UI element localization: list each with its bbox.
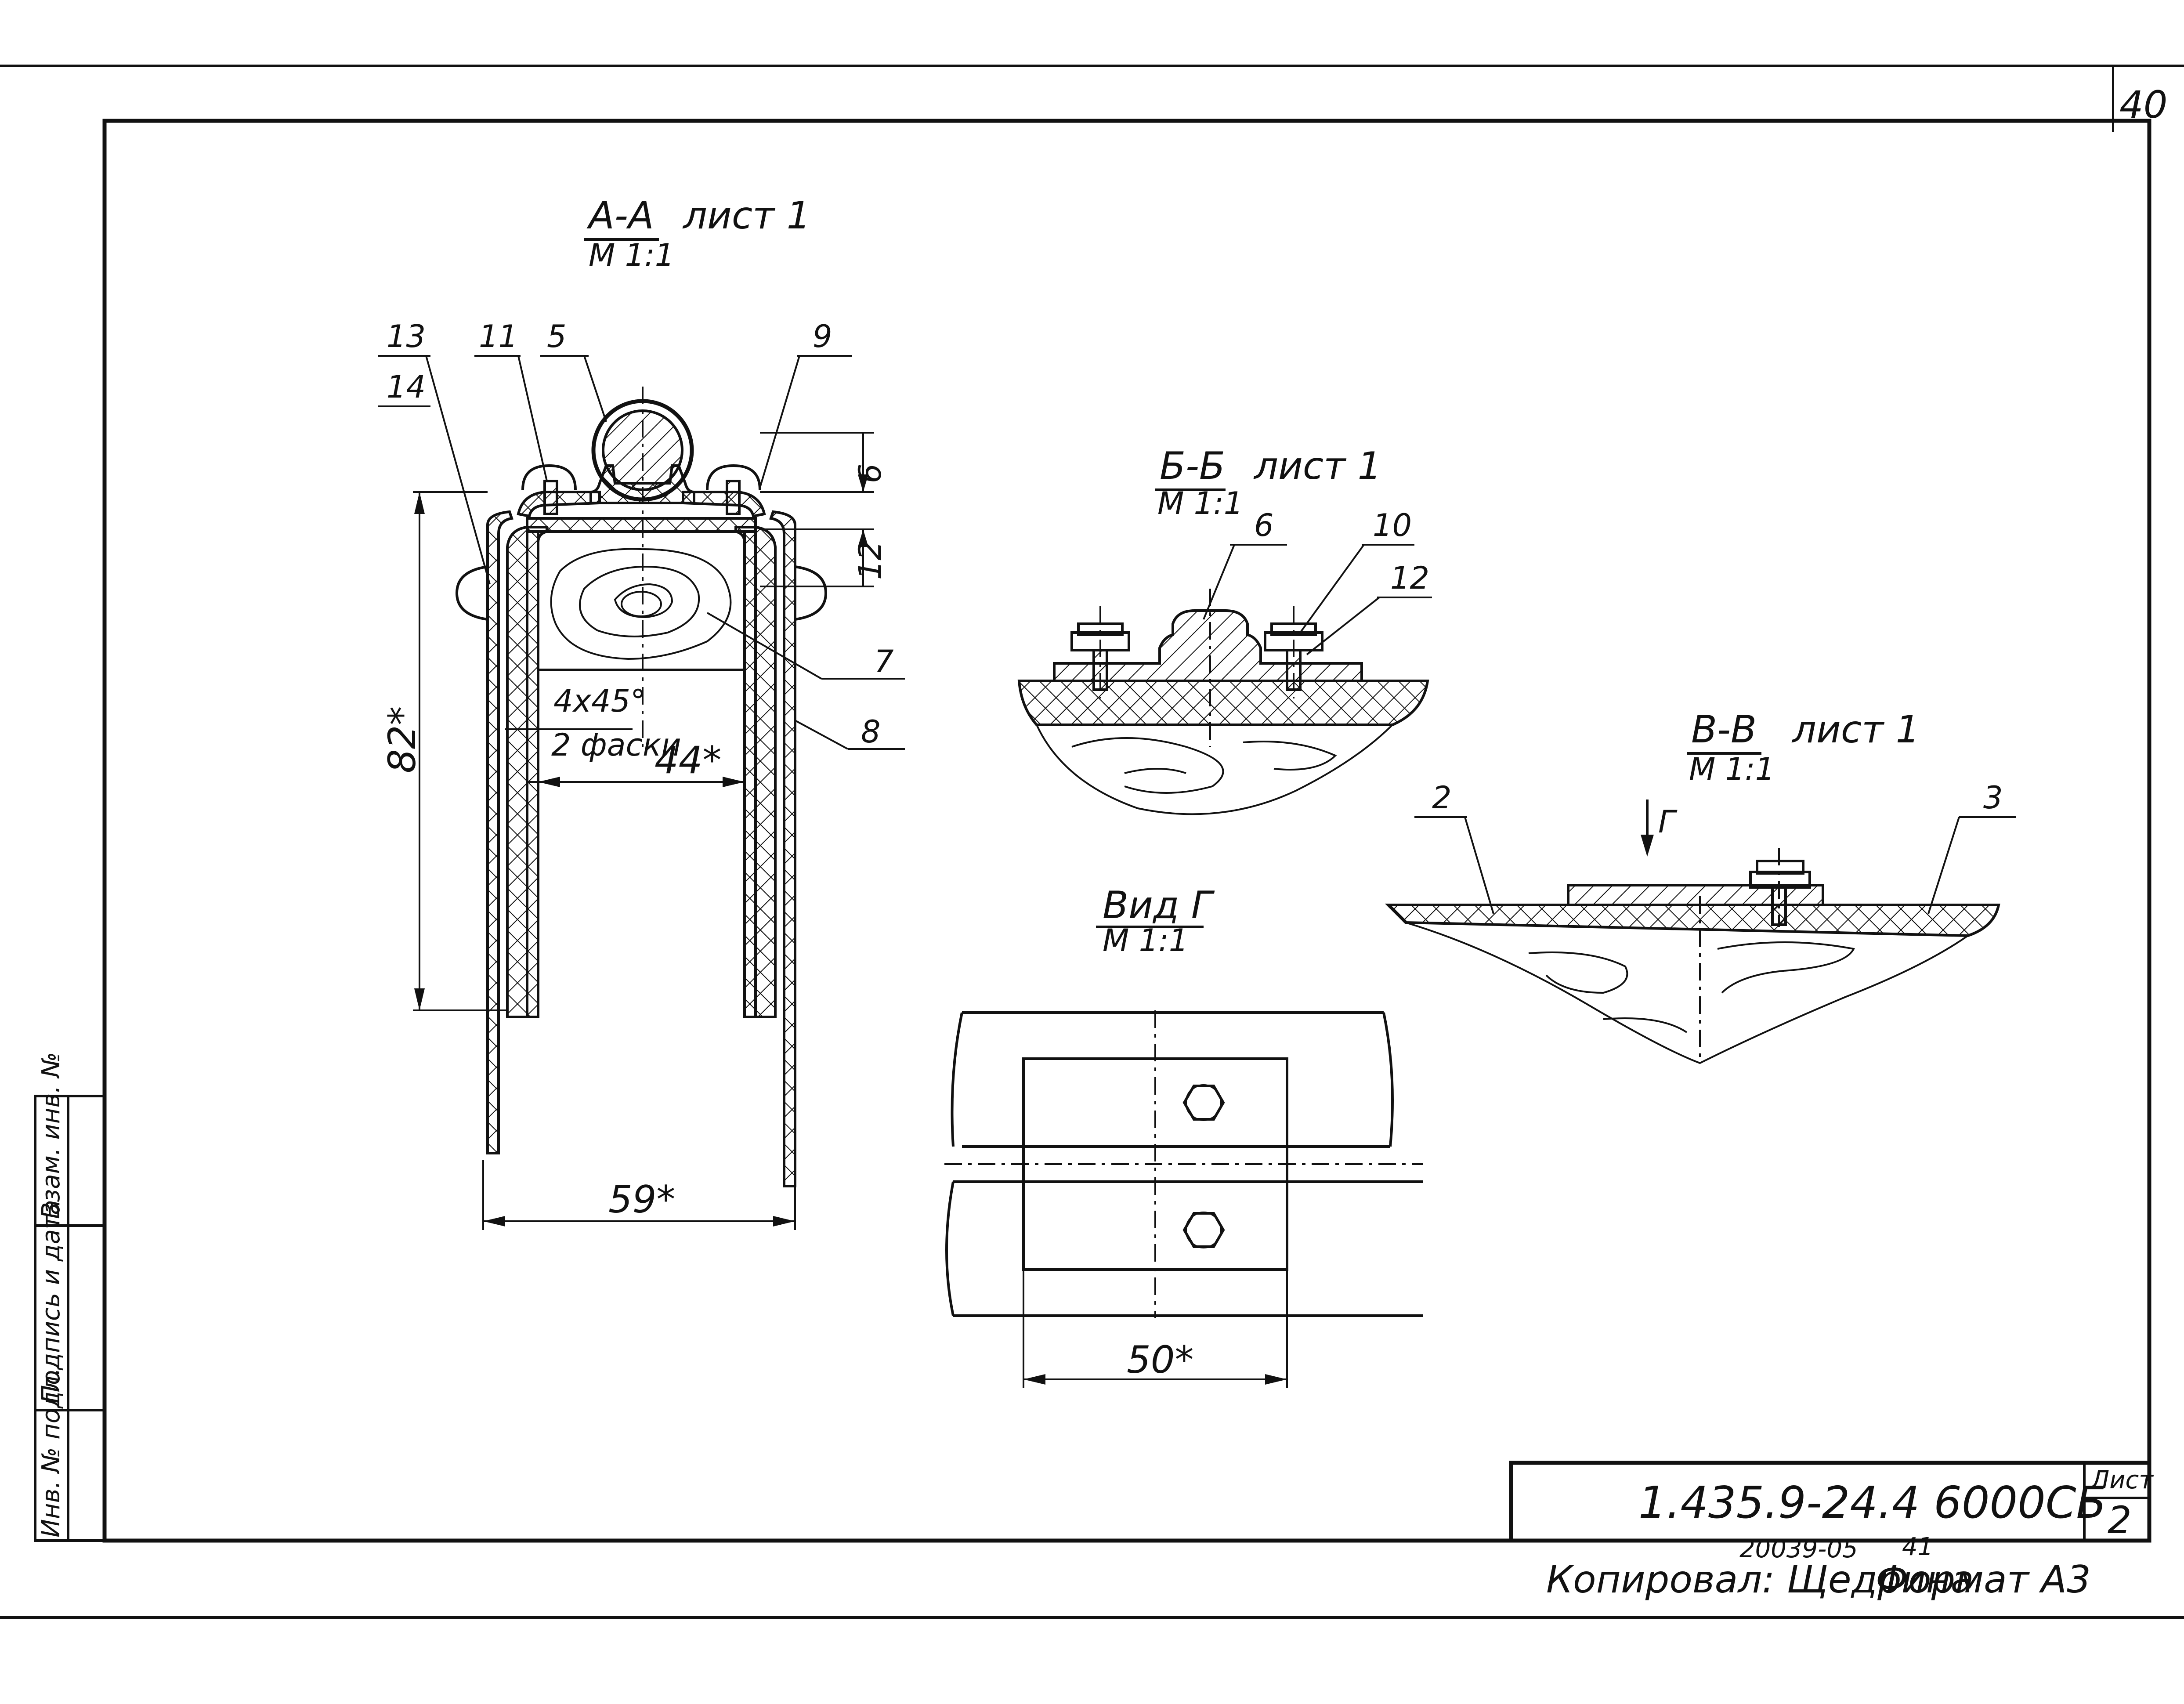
code-number: 20039-05: [1739, 1535, 1858, 1563]
sheet-frame: [0, 65, 2184, 1619]
stamp-inv-original: Инв. № подл.: [37, 1368, 65, 1538]
section-aa-scale: М 1:1: [589, 237, 674, 273]
section-vv-title: В-В: [1691, 708, 1757, 752]
aa-dim-12: 12: [852, 541, 888, 580]
aa-callout-11: 11: [479, 318, 518, 355]
aa-dim-inner: 44*: [654, 738, 721, 782]
document-code: 1.435.9-24.4 6000СБ: [1638, 1477, 2106, 1528]
section-aa-drawing: [455, 387, 828, 1187]
aa-dim-height: 82*: [380, 706, 424, 773]
stamp-replace-inv: Взам. инв. №: [37, 1052, 65, 1219]
view-g-title: Вид Г: [1103, 883, 1215, 927]
format-label: Формат А3: [1876, 1558, 2091, 1602]
section-bb-title: Б-Б: [1160, 444, 1225, 488]
bb-callout-6: 6: [1254, 507, 1274, 543]
vv-callout-3: 3: [1983, 780, 2003, 816]
aa-dim-6: 6: [852, 463, 888, 483]
view-g-drawing: [944, 1010, 1423, 1388]
vv-view-arrow-label: Г: [1658, 804, 1678, 840]
section-vv-callouts: [1414, 816, 2016, 914]
sheet-value: 2: [2108, 1498, 2132, 1542]
corner-sheet-number: 40: [2119, 83, 2167, 127]
copied-by: Копировал: Щедрина: [1546, 1558, 1974, 1602]
section-aa-callouts: [378, 355, 905, 750]
small-number: 41: [1902, 1533, 1933, 1561]
section-vv-sheet: лист 1: [1791, 708, 1920, 752]
aa-chamfer-note: 2 фаски: [551, 727, 681, 763]
aa-dim-outer: 59*: [608, 1178, 675, 1222]
section-vv-scale: М 1:1: [1689, 751, 1775, 787]
section-aa-title: А-А: [586, 194, 654, 238]
aa-callout-5: 5: [547, 318, 567, 355]
section-bb-drawing: [1017, 589, 1429, 815]
section-bb-callouts: [1203, 544, 1432, 655]
aa-callout-8: 8: [861, 714, 881, 750]
aa-callout-9: 9: [813, 318, 832, 355]
bb-callout-12: 12: [1390, 560, 1429, 596]
aa-chamfer: 4x45°: [553, 683, 646, 719]
title-block: [1509, 1461, 2151, 1543]
sheet-label: Лист: [2090, 1466, 2154, 1494]
aa-callout-7: 7: [874, 644, 894, 680]
section-vv-drawing: [1385, 800, 2000, 1064]
bb-callout-10: 10: [1373, 507, 1412, 543]
aa-callout-14: 14: [387, 369, 426, 405]
view-g-dim: 50*: [1127, 1338, 1193, 1382]
side-stamp: [34, 1095, 106, 1542]
vv-callout-2: 2: [1432, 780, 1452, 816]
view-g-scale: М 1:1: [1103, 923, 1188, 959]
section-bb-scale: М 1:1: [1157, 485, 1243, 521]
section-aa-dimensions: [413, 432, 874, 1230]
stamp-sign-date: Подпись и дата: [37, 1200, 65, 1404]
aa-callout-13: 13: [387, 318, 426, 355]
section-bb-sheet: лист 1: [1253, 444, 1381, 488]
section-aa-sheet: лист 1: [682, 194, 810, 238]
